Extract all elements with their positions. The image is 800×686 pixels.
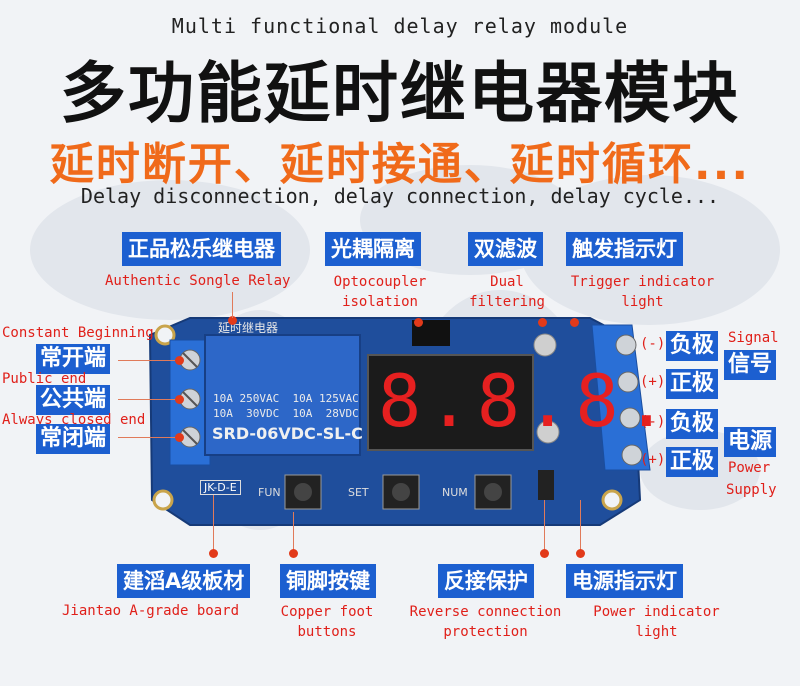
pointer-dot [175, 395, 184, 404]
feature-buttons-en-2: buttons [297, 624, 357, 640]
signal-neg-label: 负极 [666, 331, 719, 361]
button-num-label: NUM [442, 486, 468, 499]
pointer-dot [538, 318, 547, 327]
feature-relay-en: Authentic Songle Relay [105, 273, 291, 289]
title-chinese: 多功能延时继电器模块 [60, 55, 740, 132]
terminal-no-label: 常开端 [36, 344, 111, 374]
subtitle-english: Delay disconnection, delay connection, d… [80, 184, 720, 208]
terminal-no-en: Constant Beginning [2, 325, 154, 341]
signal-en: Signal [728, 330, 779, 346]
feature-power-light-en-2: light [635, 624, 678, 640]
power-neg-label: 负极 [666, 409, 719, 439]
pointer-dot [414, 318, 423, 327]
terminal-common-en: Public end [2, 371, 87, 387]
feature-trigger-light-en-2: light [621, 294, 664, 310]
feature-trigger-light-label: 触发指示灯 [566, 232, 683, 266]
signal-pos-label: 正极 [666, 369, 719, 399]
pointer-line [213, 495, 214, 557]
pointer-dot [228, 316, 237, 325]
pointer-line [118, 399, 176, 400]
pointer-dot [570, 318, 579, 327]
feature-optocoupler-en-1: Optocoupler [333, 274, 427, 290]
pointer-line [118, 360, 176, 361]
feature-filtering-en-1: Dual [490, 274, 524, 290]
relay-rating-line-1: 10A 250VAC 10A 125VAC [213, 392, 359, 405]
feature-optocoupler-en-2: isolation [342, 294, 418, 310]
feature-board-en: Jiantao A-grade board [62, 603, 240, 619]
title-english: Multi functional delay relay module [171, 14, 629, 38]
pointer-dot [289, 549, 298, 558]
pointer-line [580, 500, 581, 557]
pointer-line [118, 437, 176, 438]
feature-buttons-en-1: Copper foot [280, 604, 374, 620]
feature-reverse-protection-label: 反接保护 [438, 564, 534, 598]
power-cn: 电源 [724, 427, 777, 457]
button-set-label: SET [348, 486, 369, 499]
pointer-dot [209, 549, 218, 558]
signal-pos-mark: (+) [640, 374, 666, 390]
power-en-1: Power [728, 460, 771, 476]
relay-model: SRD-06VDC-SL-C [212, 424, 363, 443]
terminal-nc-label: 常闭端 [36, 424, 111, 454]
pointer-dot [576, 549, 585, 558]
power-neg-mark: (-) [640, 414, 666, 430]
feature-filtering-label: 双滤波 [468, 232, 543, 266]
relay-rating-line-2: 10A 30VDC 10A 28VDC [213, 407, 359, 420]
feature-optocoupler-label: 光耦隔离 [325, 232, 421, 266]
pointer-dot [175, 356, 184, 365]
pointer-dot [540, 549, 549, 558]
relay-top-text: 延时继电器 [218, 321, 279, 335]
pointer-line [232, 292, 233, 318]
button-fun-label: FUN [258, 486, 281, 499]
feature-reverse-protection-en-2: protection [443, 624, 528, 640]
feature-buttons-label: 铜脚按键 [280, 564, 376, 598]
power-pos-mark: (+) [640, 452, 666, 468]
signal-cn: 信号 [724, 350, 777, 380]
signal-neg-mark: (-) [640, 336, 666, 352]
pointer-line [544, 500, 545, 557]
pointer-line [293, 512, 294, 557]
power-en-2: Supply [726, 482, 777, 498]
feature-power-light-label: 电源指示灯 [566, 564, 683, 598]
feature-filtering-en-2: filtering [469, 294, 545, 310]
feature-reverse-protection-en-1: Reverse connection [409, 604, 562, 620]
pointer-dot [175, 433, 184, 442]
seven-segment-display: 8.8.8. [378, 359, 675, 443]
feature-board-label: 建滔A级板材 [117, 564, 251, 598]
terminal-common-label: 公共端 [36, 385, 111, 415]
power-pos-label: 正极 [666, 447, 719, 477]
feature-relay-label: 正品松乐继电器 [122, 232, 281, 266]
subtitle-chinese: 延时断开、延时接通、延时循环... [49, 139, 751, 190]
feature-power-light-en-1: Power indicator [593, 604, 720, 620]
board-model-label: JK-D-E [200, 480, 241, 495]
feature-trigger-light-en-1: Trigger indicator [570, 274, 715, 290]
